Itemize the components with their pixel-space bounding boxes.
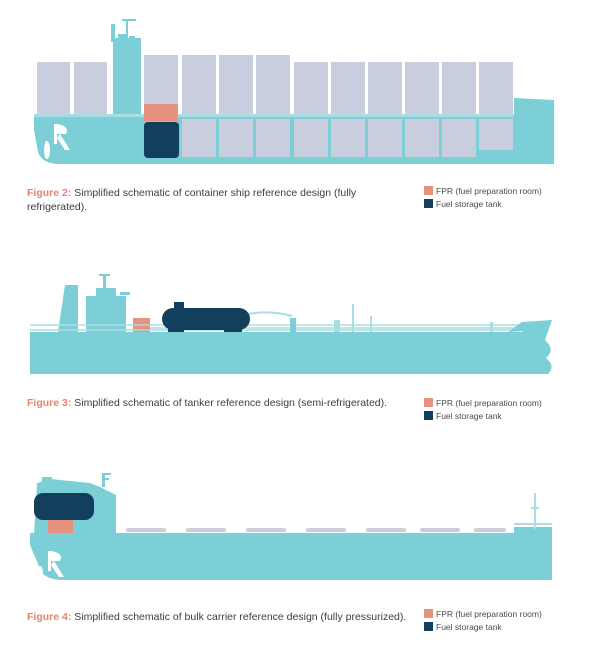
figure-container-ship: Figure 2: Simplified schematic of contai… [0, 0, 592, 220]
legend-fpr-label: FPR (fuel preparation room) [436, 185, 542, 196]
hatch-covers [126, 528, 506, 532]
hold-containers [182, 119, 513, 157]
tanker-funnel [58, 285, 78, 332]
figure-3-legend: FPR (fuel preparation room) Fuel storage… [424, 396, 542, 422]
tanker-masts [334, 304, 493, 332]
figure-4-number: Figure 4: [27, 611, 72, 623]
fpr-swatch [424, 398, 433, 407]
bow-mast [514, 493, 552, 529]
tanker-superstructure [86, 274, 130, 332]
bulk-carrier-drawing [30, 473, 552, 580]
legend-tank: Fuel storage tank [424, 197, 542, 210]
fuel-storage-tank [162, 302, 250, 334]
legend-tank-label: Fuel storage tank [436, 621, 502, 632]
deck-containers [37, 55, 513, 116]
propeller-icon [44, 124, 70, 159]
tanker-hull [30, 320, 552, 374]
legend-tank-label: Fuel storage tank [436, 198, 502, 209]
figure-2-text: Simplified schematic of container ship r… [27, 187, 357, 213]
fpr-room [144, 104, 178, 121]
legend-fpr: FPR (fuel preparation room) [424, 607, 542, 620]
figure-2-legend: FPR (fuel preparation room) Fuel storage… [424, 184, 542, 210]
figure-2-caption: Figure 2: Simplified schematic of contai… [27, 186, 417, 214]
figure-4-caption: Figure 4: Simplified schematic of bulk c… [27, 610, 417, 624]
figure-3-text: Simplified schematic of tanker reference… [71, 397, 388, 409]
legend-tank-label: Fuel storage tank [436, 410, 502, 421]
fpr-swatch [424, 609, 433, 618]
bulk-carrier-hull [30, 527, 552, 580]
legend-fpr-label: FPR (fuel preparation room) [436, 397, 542, 408]
container-ship-drawing [34, 19, 554, 164]
figure-2-number: Figure 2: [27, 187, 72, 199]
valve-stack [290, 318, 296, 332]
figure-tanker: Figure 3: Simplified schematic of tanker… [0, 260, 592, 430]
figure-bulk-carrier: Figure 4: Simplified schematic of bulk c… [0, 465, 592, 655]
figure-3-caption: Figure 3: Simplified schematic of tanker… [27, 396, 417, 410]
propeller-icon [37, 551, 64, 580]
legend-tank: Fuel storage tank [424, 409, 542, 422]
legend-fpr: FPR (fuel preparation room) [424, 184, 542, 197]
fuel-pipe [247, 311, 293, 317]
bridge-superstructure [111, 19, 141, 118]
tank-swatch [424, 411, 433, 420]
fpr-room [48, 520, 73, 533]
tank-swatch [424, 199, 433, 208]
tank-swatch [424, 622, 433, 631]
legend-fpr: FPR (fuel preparation room) [424, 396, 542, 409]
figure-4-legend: FPR (fuel preparation room) Fuel storage… [424, 607, 542, 633]
deck-rail [34, 114, 514, 117]
legend-fpr-label: FPR (fuel preparation room) [436, 608, 542, 619]
legend-tank: Fuel storage tank [424, 620, 542, 633]
tanker-drawing [30, 274, 552, 374]
fuel-storage-tank [34, 493, 94, 520]
tanker-bow [508, 320, 552, 332]
figure-3-number: Figure 3: [27, 397, 72, 409]
figure-4-text: Simplified schematic of bulk carrier ref… [71, 611, 407, 623]
fuel-storage-tank [144, 122, 179, 158]
fpr-swatch [424, 186, 433, 195]
